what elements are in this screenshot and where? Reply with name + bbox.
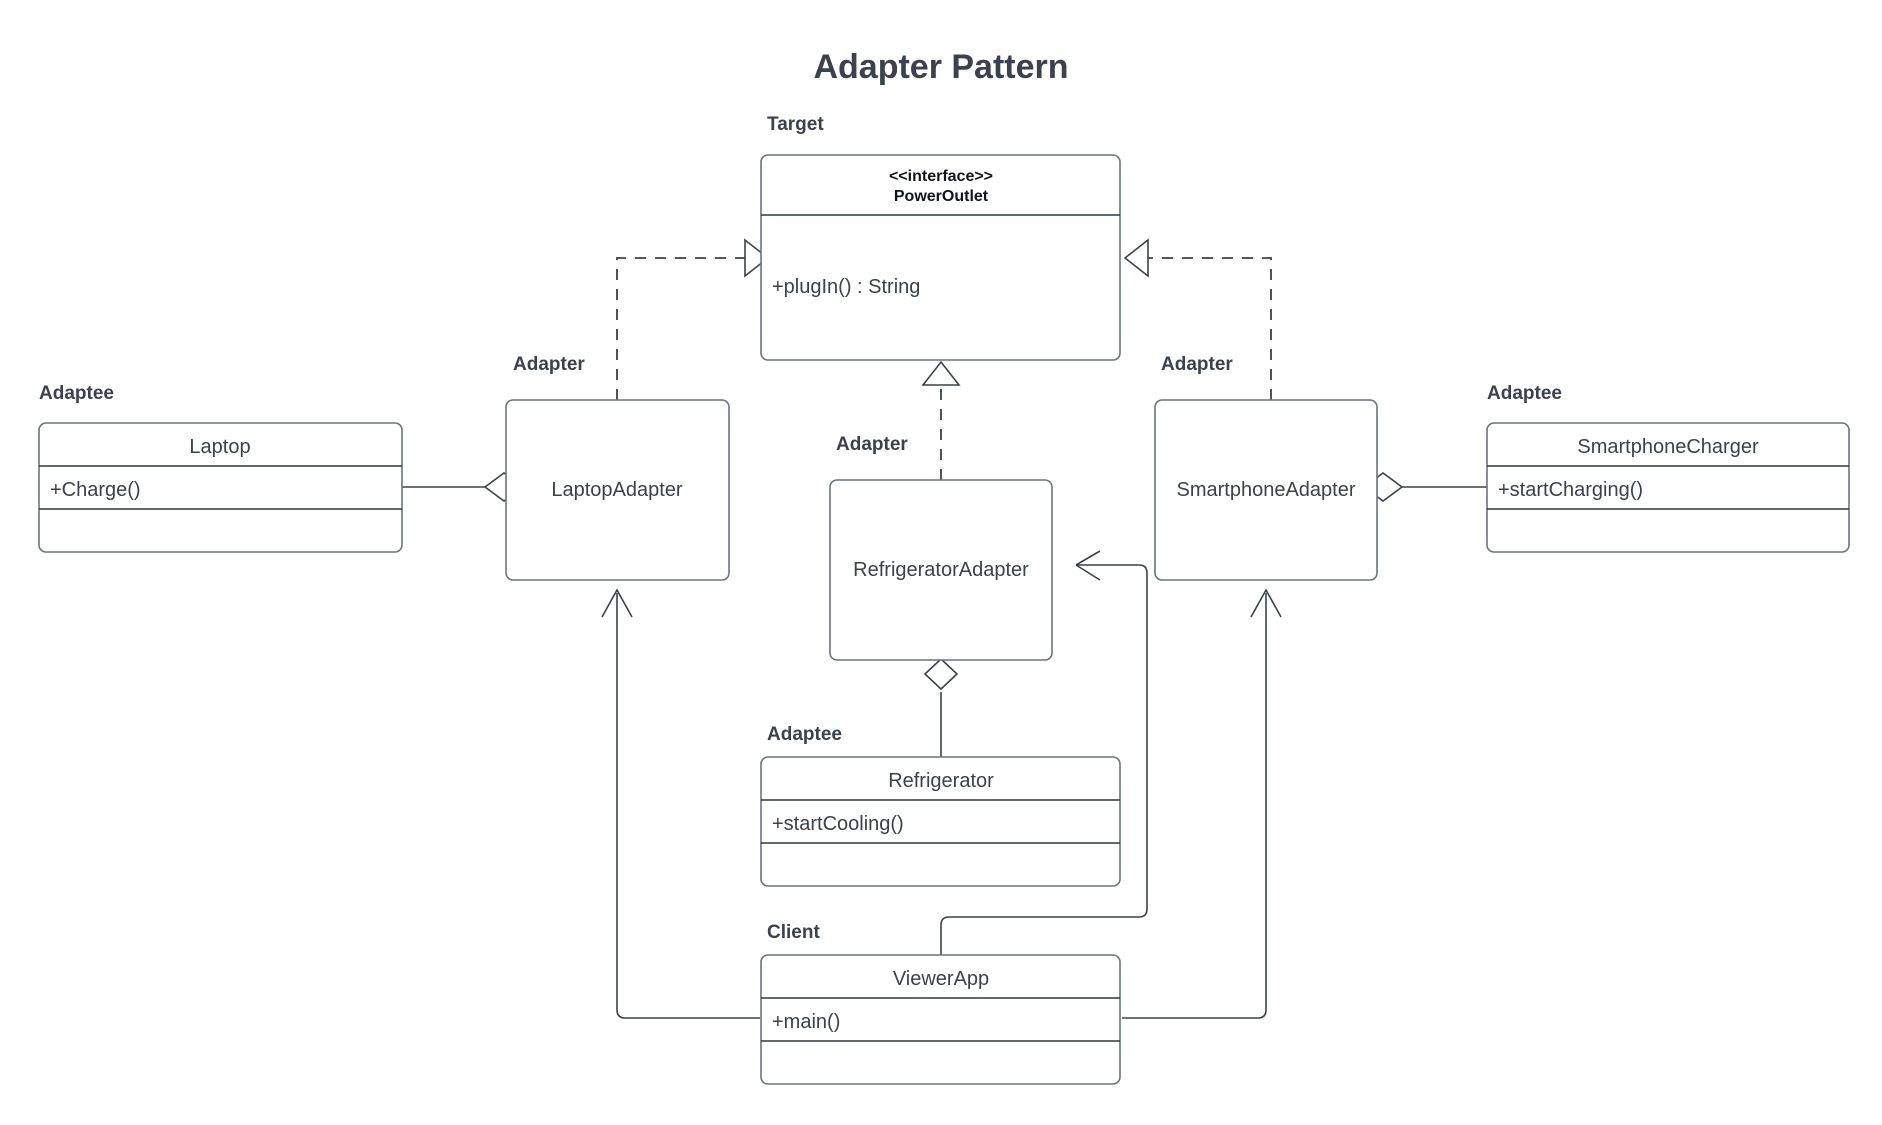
edge-viewerapp-uses-laptopadapter [616, 593, 760, 1019]
edge-laptopadapter-implements-poweroutlet [616, 257, 745, 400]
viewerapp-box[interactable] [760, 954, 1121, 1085]
laptop-member-0: +Charge() [50, 479, 141, 501]
role-label-client: Client [767, 922, 820, 943]
arrowhead-hollow-triangle-up [921, 360, 961, 386]
refrigerator-box[interactable] [760, 756, 1121, 887]
class-node-laptopadapter[interactable]: Adapter LaptopAdapter [505, 354, 730, 581]
role-label-adaptee-refrigerator: Adaptee [767, 724, 842, 745]
smartphonecharger-box[interactable] [1486, 422, 1850, 553]
smartphoneadapter-box[interactable] [1154, 399, 1378, 581]
laptopadapter-box[interactable] [505, 399, 730, 581]
arrowhead-open-left-refrigeratoradapter [1075, 550, 1101, 581]
class-node-smartphonecharger[interactable]: Adaptee SmartphoneCharger +startCharging… [1486, 383, 1850, 553]
role-label-target: Target [767, 114, 824, 135]
page-title: Adapter Pattern [813, 48, 1068, 86]
arrowhead-hollow-triangle-left [744, 238, 770, 278]
class-node-laptop[interactable]: Adaptee Laptop +Charge() [38, 383, 403, 553]
class-node-viewerapp[interactable]: Client ViewerApp +main() [760, 922, 1121, 1085]
arrowhead-open-up-laptopadapter [601, 588, 633, 618]
refrigerator-member-0: +startCooling() [772, 813, 904, 835]
laptop-box[interactable] [38, 422, 403, 553]
smartphonecharger-member-0: +startCharging() [1498, 479, 1643, 501]
role-label-adapter-laptop: Adapter [513, 354, 585, 375]
viewerapp-name: ViewerApp [893, 968, 989, 990]
refrigerator-name: Refrigerator [888, 770, 994, 792]
laptopadapter-name: LaptopAdapter [551, 479, 683, 501]
class-node-poweroutlet[interactable]: Target <<interface>> PowerOutlet +plugIn… [760, 114, 1121, 361]
poweroutlet-name: PowerOutlet [894, 188, 989, 205]
role-label-adapter-refrigerator: Adapter [836, 434, 908, 455]
arrowhead-open-up-smartphoneadapter [1250, 588, 1282, 618]
smartphonecharger-name: SmartphoneCharger [1577, 436, 1759, 458]
smartphoneadapter-name: SmartphoneAdapter [1176, 479, 1355, 501]
arrowhead-hollow-triangle-right [1123, 238, 1149, 278]
role-label-adaptee-smartphonecharger: Adaptee [1487, 383, 1562, 404]
laptop-name: Laptop [189, 436, 250, 458]
refrigeratoradapter-box[interactable] [829, 479, 1053, 661]
poweroutlet-member-0: +plugIn() : String [772, 276, 920, 298]
aggregation-diamond-refrigeratoradapter [923, 657, 959, 691]
edge-viewerapp-uses-smartphoneadapter [1122, 593, 1267, 1019]
role-label-adaptee-laptop: Adaptee [39, 383, 114, 404]
role-label-adapter-smartphone: Adapter [1161, 354, 1233, 375]
viewerapp-member-0: +main() [772, 1011, 840, 1033]
class-node-smartphoneadapter[interactable]: Adapter SmartphoneAdapter [1154, 354, 1378, 581]
class-node-refrigeratoradapter[interactable]: Adapter RefrigeratorAdapter [829, 434, 1053, 661]
poweroutlet-stereotype: <<interface>> [889, 168, 993, 185]
class-node-refrigerator[interactable]: Adaptee Refrigerator +startCooling() [760, 724, 1121, 887]
refrigeratoradapter-name: RefrigeratorAdapter [853, 559, 1029, 581]
poweroutlet-box[interactable] [760, 154, 1121, 361]
edge-smartphoneadapter-implements-poweroutlet [1148, 257, 1272, 400]
edge-viewerapp-uses-refrigeratoradapter [940, 564, 1148, 955]
